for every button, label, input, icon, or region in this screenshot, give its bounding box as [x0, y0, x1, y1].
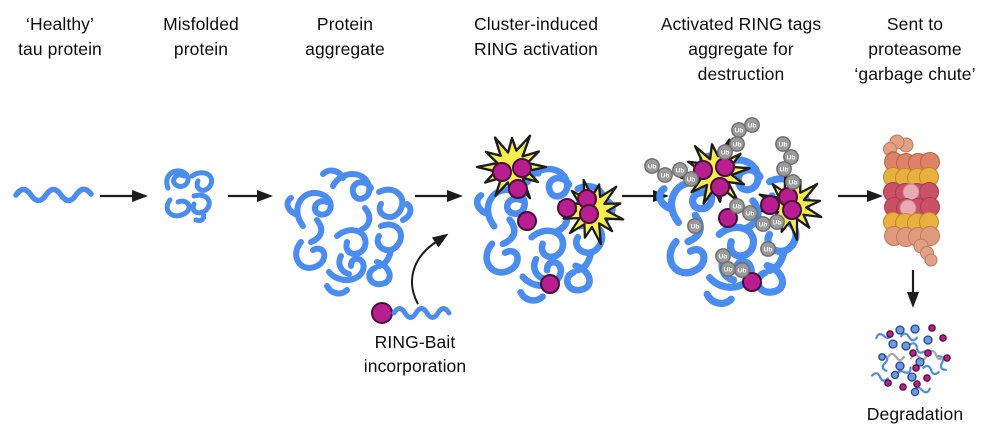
step-label-ring-aggregate: Activated RING tags aggregate for destru…: [660, 14, 822, 84]
ubiquitin-tag: Ub: [742, 205, 758, 221]
proteasome-ring-top: [884, 152, 940, 173]
ring-bait-dot: [742, 272, 762, 292]
ring-bait-dot: [579, 204, 599, 224]
ubiquitin-tag: Ub: [720, 261, 736, 277]
label-degradation: Degradation: [866, 404, 964, 424]
degradation-fragments: [870, 324, 951, 397]
svg-text:Ub: Ub: [724, 266, 733, 273]
ubiquitin-tag: Ub: [683, 171, 699, 187]
ring-bait-dot: [760, 195, 780, 215]
ubiquitin-tag: Ub: [729, 136, 745, 152]
ring-bait-dot: [517, 211, 537, 231]
svg-text:Ub: Ub: [733, 141, 742, 148]
ring-bait-dot: [715, 157, 735, 177]
svg-text:Ub: Ub: [738, 267, 747, 274]
svg-text:Ub: Ub: [721, 149, 730, 156]
proteasome-ring: [884, 197, 940, 218]
label-ring-bait-incorporation: RING-Bait incorporation: [363, 332, 467, 376]
ubiquitin-tag: Ub: [760, 241, 776, 257]
ubiquitin-tag: Ub: [687, 218, 703, 234]
svg-text:Ub: Ub: [773, 219, 782, 226]
ubiquitin-tag: Ub: [744, 117, 760, 133]
ubiquitin-tag: Ub: [783, 149, 799, 165]
ubiquitin-tag: Ub: [717, 144, 733, 160]
ubiquitin-tag: Ub: [729, 198, 745, 214]
step-label-proteasome: Sent to proteasome ‘garbage chute’: [854, 14, 976, 84]
svg-text:Ub: Ub: [748, 122, 757, 129]
svg-text:Ub: Ub: [746, 210, 755, 217]
svg-text:Ub: Ub: [719, 253, 728, 260]
ring-bait-dot: [492, 162, 512, 182]
ring-bait-dot: [693, 160, 713, 180]
ring-bait-curved-arrow: [411, 233, 449, 305]
ring-bait-dot: [710, 177, 730, 197]
svg-text:Ub: Ub: [687, 176, 696, 183]
ring-bait-dot: [557, 198, 577, 218]
ubiquitin-tag: Ub: [731, 122, 747, 138]
ring-bait-dot: [512, 158, 532, 178]
svg-text:Ub: Ub: [691, 223, 700, 230]
ubiquitin-tag: Ub: [672, 162, 688, 178]
svg-text:Ub: Ub: [789, 179, 798, 186]
svg-text:Ub: Ub: [733, 203, 742, 210]
proteasome-ring: [883, 182, 939, 203]
svg-text:Ub: Ub: [787, 154, 796, 161]
proteasome-barrel: [883, 134, 940, 267]
ubiquitin-tag: Ub: [755, 216, 771, 232]
ring-bait-squiggle: [391, 306, 452, 320]
ring-bait-incorporation-graphic: [371, 233, 452, 324]
step-label-ring-activation: Cluster-induced RING activation: [473, 14, 599, 59]
ubiquitin-tag: Ub: [657, 167, 673, 183]
ring-bait-dot: [540, 274, 560, 294]
ubiquitin-chain: Ub Ub Ub Ub Ub Ub Ub Ub Ub Ub Ub Ub Ub U…: [644, 117, 801, 278]
misfolded-protein-tangle: [167, 171, 212, 221]
svg-text:Ub: Ub: [764, 246, 773, 253]
ubiquitin-tag: Ub: [644, 158, 660, 174]
ring-bait-dot: [718, 208, 738, 228]
cluster-ring-activation-graphic: [477, 134, 633, 301]
ubiquitin-tag: Ub: [715, 248, 731, 264]
step-label-aggregate: Protein aggregate: [305, 14, 385, 59]
svg-text:Ub: Ub: [779, 141, 788, 148]
activated-ring-graphic: Ub Ub Ub Ub Ub Ub Ub Ub Ub Ub Ub Ub Ub U…: [644, 117, 833, 304]
ubiquitin-tag: Ub: [776, 161, 792, 177]
svg-text:Ub: Ub: [661, 172, 670, 179]
ring-bait-dot: [371, 302, 393, 324]
ring-bait-dot: [782, 200, 802, 220]
step-label-healthy-tau: ‘Healthy’ tau protein: [18, 14, 102, 59]
ubiquitin-tag: Ub: [785, 174, 801, 190]
svg-text:Ub: Ub: [759, 221, 768, 228]
svg-text:Ub: Ub: [676, 167, 685, 174]
ring-bait-dot: [508, 179, 528, 199]
ubiquitin-tag: Ub: [734, 262, 750, 278]
protein-aggregate-tangle: [288, 171, 411, 294]
svg-text:Ub: Ub: [780, 166, 789, 173]
healthy-tau-squiggle: [13, 186, 94, 204]
ubiquitin-tag: Ub: [775, 136, 791, 152]
proteasome-ring-bottom: [884, 226, 940, 247]
svg-text:Ub: Ub: [648, 163, 657, 170]
step-label-misfolded: Misfolded protein: [163, 14, 239, 59]
ubiquitin-tag: Ub: [769, 214, 785, 230]
svg-text:Ub: Ub: [735, 127, 744, 134]
